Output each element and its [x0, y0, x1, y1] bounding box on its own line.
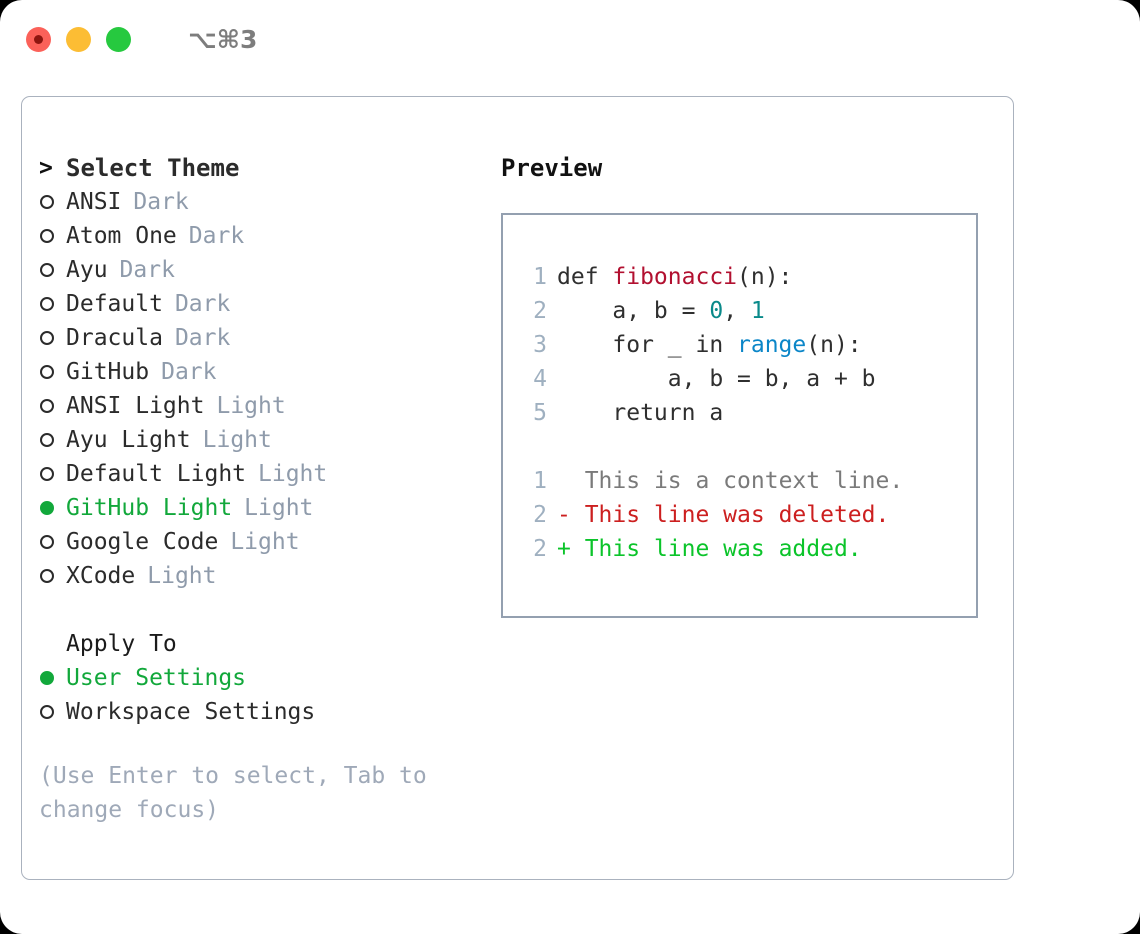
maximize-button-icon[interactable]: [106, 26, 131, 52]
diff-line: 2 + This line was added.: [521, 532, 976, 566]
code-line: 4 a, b = b, a + b: [521, 362, 976, 396]
theme-list-item-label: XCode: [66, 563, 136, 589]
theme-list-item[interactable]: Default Light Light: [39, 457, 479, 491]
traffic-lights: [26, 26, 131, 52]
theme-variant-tag: Light: [147, 563, 217, 589]
keyboard-hint-text: (Use Enter to select, Tab to change focu…: [39, 763, 441, 823]
theme-variant-tag: Dark: [119, 257, 175, 283]
theme-list-item[interactable]: Google Code Light: [39, 525, 479, 559]
preview-title: Preview: [501, 154, 603, 182]
theme-list-item-label: Atom One: [66, 223, 177, 249]
theme-variant-tag: Light: [216, 393, 286, 419]
select-theme-header-label: Select Theme: [66, 154, 240, 182]
theme-list-item-label: GitHub Light: [66, 495, 233, 521]
theme-list-item[interactable]: Ayu Dark: [39, 253, 479, 287]
title-bar: ⌥⌘3: [0, 0, 1140, 78]
apply-to-option[interactable]: Workspace Settings: [39, 695, 479, 729]
code-token-plain: ,: [723, 298, 751, 324]
code-token-num: 0: [709, 298, 724, 324]
theme-list-item[interactable]: Default Dark: [39, 287, 479, 321]
diff-sign: [557, 468, 571, 494]
theme-list-item-label: Default Light: [66, 461, 247, 487]
code-line-number: 2: [533, 298, 547, 324]
theme-list-item[interactable]: XCode Light: [39, 559, 479, 593]
diff-sign: +: [557, 536, 571, 562]
apply-to-header-label: Apply To: [66, 631, 177, 657]
code-token-builtin: range: [737, 332, 807, 358]
diff-line: 1 This is a context line.: [521, 464, 976, 498]
theme-list-item[interactable]: Atom One Dark: [39, 219, 479, 253]
theme-variant-tag: Dark: [161, 359, 217, 385]
theme-list-item[interactable]: ANSI Light Light: [39, 389, 479, 423]
apply-to-option-label: User Settings: [66, 665, 247, 691]
code-token-plain: (n):: [806, 332, 862, 358]
theme-variant-tag: Light: [258, 461, 328, 487]
theme-list-item-label: Dracula: [66, 325, 163, 351]
close-button-icon[interactable]: [26, 26, 51, 52]
code-line-number: 4: [533, 366, 547, 392]
minimize-button-icon[interactable]: [66, 26, 91, 52]
code-token-fn: fibonacci: [612, 264, 738, 290]
code-token-plain: return a: [557, 400, 724, 426]
code-line: 2 a, b = 0, 1: [521, 294, 976, 328]
theme-list-item-label: Default: [66, 291, 163, 317]
apply-to-option[interactable]: User Settings: [39, 661, 479, 695]
theme-list-item-label: GitHub: [66, 359, 150, 385]
code-line-number: 3: [533, 332, 547, 358]
theme-list-item[interactable]: GitHub Dark: [39, 355, 479, 389]
theme-list-item[interactable]: Ayu Light Light: [39, 423, 479, 457]
select-theme-header: > Select Theme: [39, 151, 479, 185]
diff-line-text: This is a context line.: [570, 468, 904, 494]
theme-variant-tag: Light: [244, 495, 314, 521]
diff-line-text: This line was deleted.: [570, 502, 890, 528]
theme-list-item-label: ANSI Light: [66, 393, 205, 419]
apply-to-option-label: Workspace Settings: [66, 699, 316, 725]
code-line: 3 for _ in range(n):: [521, 328, 976, 362]
theme-list-item-label: Google Code: [66, 529, 219, 555]
diff-line-number: 2: [533, 536, 547, 562]
theme-variant-tag: Light: [230, 529, 300, 555]
theme-list-item-label: Ayu Light: [66, 427, 191, 453]
theme-variant-tag: Dark: [133, 189, 189, 215]
theme-list-item[interactable]: GitHub Light Light: [39, 491, 479, 525]
code-token-plain: for _ in: [557, 332, 738, 358]
diff-line-number: 1: [533, 468, 547, 494]
prompt-caret-icon: >: [39, 155, 53, 181]
code-line-number: 5: [533, 400, 547, 426]
diff-preview: 1 This is a context line.2- This line wa…: [521, 464, 976, 566]
code-token-plain: (n):: [737, 264, 793, 290]
preview-spacer: [521, 430, 976, 464]
diff-line-number: 2: [533, 502, 547, 528]
theme-variant-tag: Dark: [174, 291, 231, 317]
keyboard-shortcut-label: ⌥⌘3: [188, 24, 258, 54]
code-line: 5 return a: [521, 396, 976, 430]
code-line: 1 def fibonacci(n):: [521, 260, 976, 294]
theme-list-item[interactable]: ANSI Dark: [39, 185, 479, 219]
theme-list-item-label: ANSI: [66, 189, 122, 215]
code-token-plain: def: [557, 264, 613, 290]
code-token-plain: a, b =: [557, 298, 710, 324]
code-line-number: 1: [533, 264, 547, 290]
code-token-num: 1: [750, 298, 765, 324]
section-spacer: [39, 593, 479, 627]
theme-variant-tag: Dark: [188, 223, 245, 249]
diff-line: 2- This line was deleted.: [521, 498, 976, 532]
code-token-plain: a, b = b, a + b: [557, 366, 876, 392]
theme-variant-tag: Dark: [174, 325, 231, 351]
diff-line-text: This line was added.: [570, 536, 862, 562]
theme-list-item-label: Ayu: [66, 257, 108, 283]
theme-list-item[interactable]: Dracula Dark: [39, 321, 479, 355]
diff-sign: -: [557, 502, 571, 528]
theme-variant-tag: Light: [202, 427, 272, 453]
